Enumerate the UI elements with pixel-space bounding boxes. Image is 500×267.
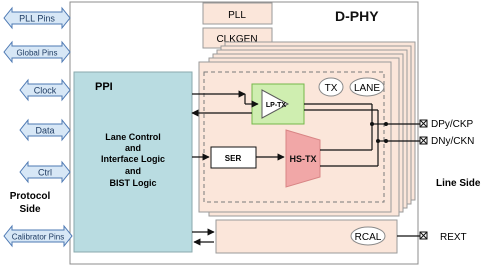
protocol-side-label-2: Side	[19, 204, 41, 215]
ppi-line-1: Lane Control	[105, 132, 161, 142]
ppi-line-4: and	[125, 166, 141, 176]
left-arrow-label: Calibrator Pins	[12, 233, 64, 242]
pin-dp-label: DPy/CKP	[431, 119, 474, 130]
ppi-line-5: BIST Logic	[110, 178, 157, 188]
pll-block	[202, 2, 273, 25]
tx-ellipse	[318, 77, 344, 97]
lptx-label: LP-TX	[266, 102, 287, 109]
left-arrow-calibrator-pins: Calibrator Pins	[3, 224, 73, 248]
lane-stack	[198, 41, 416, 217]
left-arrow-label: Global Pins	[17, 49, 58, 58]
left-arrow-label: Data	[35, 126, 54, 136]
pin-dn-label: DNy/CKN	[431, 136, 474, 147]
ppi-block	[73, 71, 193, 253]
junction-dot-p	[370, 122, 374, 126]
tx-region	[203, 71, 385, 203]
lptx-triangle	[261, 89, 290, 119]
clkgen-label: CLKGEN	[216, 34, 257, 45]
hstx-block	[285, 129, 321, 188]
lane-label: LANE	[354, 83, 380, 94]
ppi-title: PPI	[95, 81, 113, 93]
junction-dot-p2	[384, 122, 388, 126]
junction-dot-n2	[384, 139, 388, 143]
left-arrow-pll-pins: PLL Pins	[3, 6, 71, 30]
tx-label: TX	[325, 83, 338, 94]
left-arrow-data: Data	[19, 118, 71, 142]
ppi-line-3: Interface Logic	[101, 154, 165, 164]
double-arrow-shape	[3, 40, 71, 64]
pin-rext-label: REXT	[440, 232, 467, 243]
pin-rext	[419, 231, 428, 240]
dphy-title: D-PHY	[335, 8, 379, 24]
hstx-label: HS-TX	[290, 154, 317, 164]
rcal-ellipse	[350, 226, 386, 246]
double-arrow-shape	[19, 160, 71, 184]
double-arrow-shape	[3, 6, 71, 30]
ser-label: SER	[225, 154, 242, 163]
double-arrow-shape	[3, 224, 73, 248]
pll-label: PLL	[228, 10, 246, 21]
lane-ellipse	[349, 77, 385, 97]
rcal-label: RCAL	[355, 232, 382, 243]
left-arrow-label: PLL Pins	[19, 14, 55, 24]
pin-dp	[419, 119, 428, 128]
signal-wires	[191, 90, 420, 246]
double-arrow-shape	[19, 78, 71, 102]
left-arrow-ctrl: Ctrl	[19, 160, 71, 184]
left-arrow-global-pins: Global Pins	[3, 40, 71, 64]
double-arrow-shape	[19, 118, 71, 142]
left-arrow-label: Ctrl	[38, 168, 52, 178]
left-arrow-clock: Clock	[19, 78, 71, 102]
pin-dn	[419, 136, 428, 145]
line-side-label: Line Side	[436, 178, 481, 189]
left-arrow-label: Clock	[34, 86, 57, 96]
protocol-side-label-1: Protocol	[10, 191, 51, 202]
ppi-line-2: and	[125, 143, 141, 153]
junction-dot-n	[376, 139, 380, 143]
